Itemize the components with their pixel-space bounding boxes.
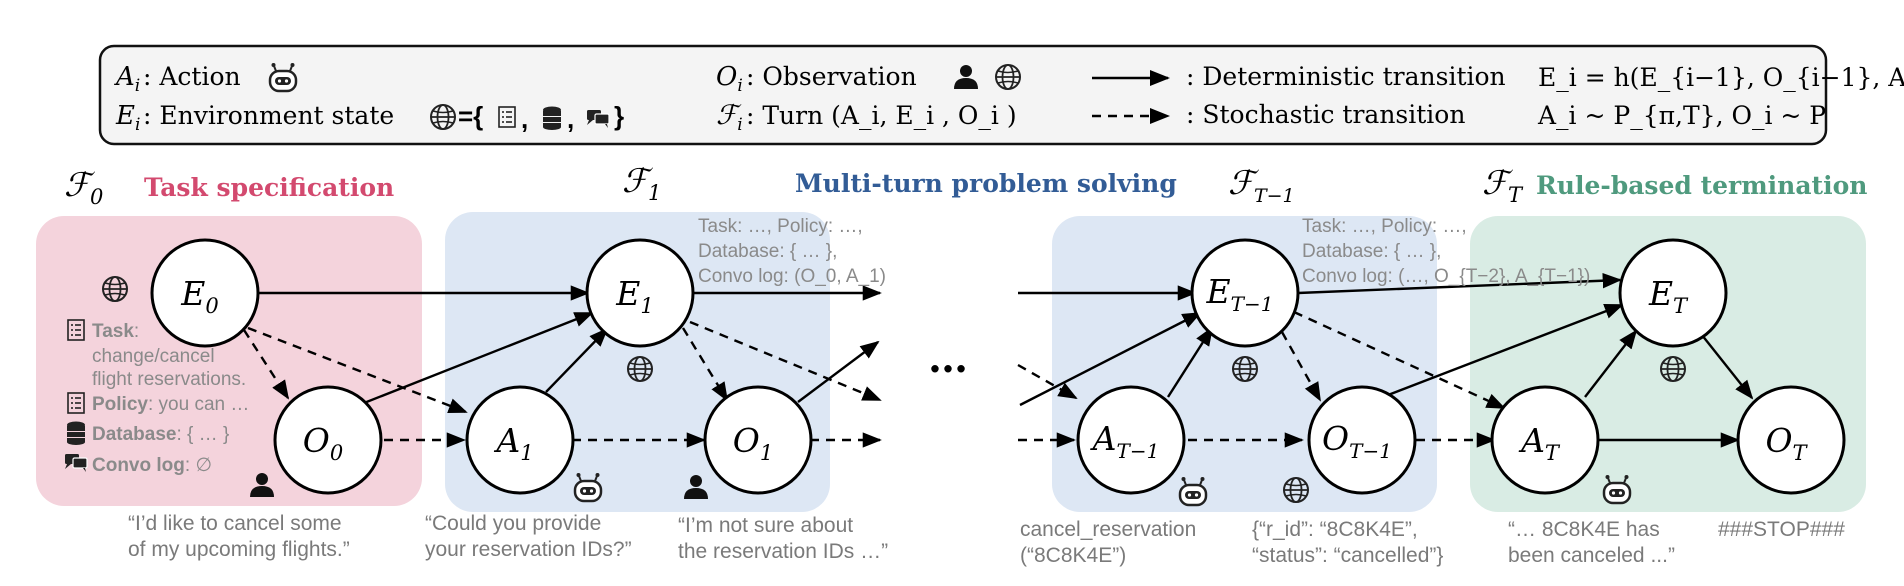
legend-env-close: } — [614, 101, 624, 131]
node-et — [1618, 238, 1728, 348]
task-colon: : — [134, 321, 139, 342]
node-ot — [1736, 385, 1846, 495]
database-icon — [67, 421, 85, 445]
section-ft-label: ℱT — [1482, 163, 1524, 207]
legend-obs-var: Oi — [716, 62, 743, 96]
state-note-1-line-2: Database: { … }, — [698, 241, 837, 262]
caption-4-line-1: cancel_reservation — [1020, 518, 1196, 541]
edge-o1-out — [797, 340, 880, 403]
edge-at-et — [1584, 329, 1638, 398]
section-f1-label: ℱ1 — [622, 161, 661, 205]
edge-et1-et — [1297, 273, 1622, 295]
legend-env-sep1: , — [521, 104, 528, 134]
legend-action-var: Ai — [114, 62, 140, 96]
task-spec-title: Task specification — [144, 173, 394, 202]
caption-3-line-1: “I’m not sure about — [678, 514, 853, 537]
state-note-2-line-3: Convo log: (…, O_{T−2}, A_{T−1}) — [1302, 266, 1590, 287]
caption-5-line-2: “status”: “cancelled”} — [1252, 544, 1443, 567]
database-val: : { … } — [177, 424, 230, 445]
state-note-2-line-1: Task: …, Policy: …, — [1302, 216, 1467, 237]
edge-et1-ot1 — [1280, 331, 1322, 402]
node-e0 — [150, 238, 260, 348]
database-key: Database — [92, 424, 177, 445]
node-o0 — [273, 385, 383, 495]
caption-7: ###STOP### — [1718, 518, 1845, 541]
edge-et1-at — [1293, 310, 1506, 410]
node-et1 — [1190, 238, 1300, 348]
edge-e0-a1 — [247, 326, 468, 414]
caption-6-line-2: been canceled ...” — [1508, 544, 1675, 567]
node-e1 — [585, 238, 695, 348]
edge-ot1-et — [1361, 303, 1624, 407]
caption-2-line-1: “Could you provide — [425, 512, 601, 535]
task-line-3: flight reservations. — [92, 369, 246, 390]
caption-3-line-2: the reservation IDs …” — [678, 540, 888, 563]
caption-6-line-1: “… 8C8K4E has — [1508, 518, 1660, 541]
task-line-1: Task: — [92, 321, 139, 342]
task-line-2: change/cancel — [92, 346, 215, 367]
caption-1-line-2: of my upcoming flights.” — [128, 538, 350, 561]
multi-turn-title: Multi-turn problem solving — [795, 169, 1177, 198]
state-note-2-line-2: Database: { … }, — [1302, 241, 1441, 262]
legend-det-label: : Deterministic transition — [1186, 62, 1506, 91]
legend-sto-label: : Stochastic transition — [1186, 100, 1465, 129]
legend-env-var: Ei — [115, 101, 140, 135]
convo-line: Convo log: ∅ — [92, 455, 212, 476]
legend-eq2: A_i ~ P_{π,T}, O_i ~ P — [1537, 101, 1826, 130]
convo-val: : ∅ — [185, 455, 212, 476]
node-at — [1490, 385, 1600, 495]
legend-obs-label: : Observation — [746, 62, 917, 91]
task-key: Task — [92, 321, 134, 342]
database-line: Database: { … } — [92, 424, 229, 445]
edge-at1-et1 — [1166, 326, 1214, 398]
legend-env-sep2: , — [567, 104, 574, 134]
node-ot1 — [1307, 385, 1417, 495]
caption-2-line-2: your reservation IDs?” — [425, 538, 632, 561]
ellipsis: … — [928, 335, 968, 382]
legend-eq1: E_i = h(E_{i−1}, O_{i−1}, A_i) — [1538, 63, 1904, 92]
legend-box — [98, 44, 1828, 146]
caption-1-line-1: “I’d like to cancel some — [128, 512, 342, 535]
edge-e0-o0 — [242, 329, 290, 400]
termination-title: Rule-based termination — [1536, 171, 1867, 200]
node-a1 — [465, 385, 575, 495]
database-icon — [543, 106, 561, 130]
edge-e1-o1 — [681, 327, 729, 402]
legend-env-label: : Environment state — [143, 101, 394, 130]
policy-val: : you can … — [148, 394, 249, 415]
legend-action-label: : Action — [143, 62, 241, 91]
node-at1 — [1076, 385, 1186, 495]
legend-turn-label: : Turn (A_i, E_i , O_i ) — [746, 101, 1017, 130]
edge-in-at1 — [1017, 363, 1078, 400]
caption-4-line-2: (“8C8K4E”) — [1020, 544, 1126, 567]
policy-line: Policy: you can … — [92, 394, 249, 415]
convo-key: Convo log — [92, 455, 185, 476]
node-o1 — [703, 385, 813, 495]
edge-in2-et1 — [1019, 311, 1202, 407]
edge-e1-out-dashed — [689, 320, 882, 402]
edge-a1-e1 — [545, 327, 609, 393]
policy-key: Policy — [92, 394, 148, 415]
section-ft1-label: ℱT−1 — [1228, 163, 1295, 207]
state-note-1-line-3: Convo log: (O_0, A_1) — [698, 266, 886, 287]
caption-5-line-1: {“r_id”: “8C8K4E”, — [1252, 518, 1418, 541]
state-note-1-line-1: Task: …, Policy: …, — [698, 216, 863, 237]
legend-env-eq: ={ — [458, 101, 483, 131]
section-f0-label: ℱ0 — [64, 165, 103, 209]
